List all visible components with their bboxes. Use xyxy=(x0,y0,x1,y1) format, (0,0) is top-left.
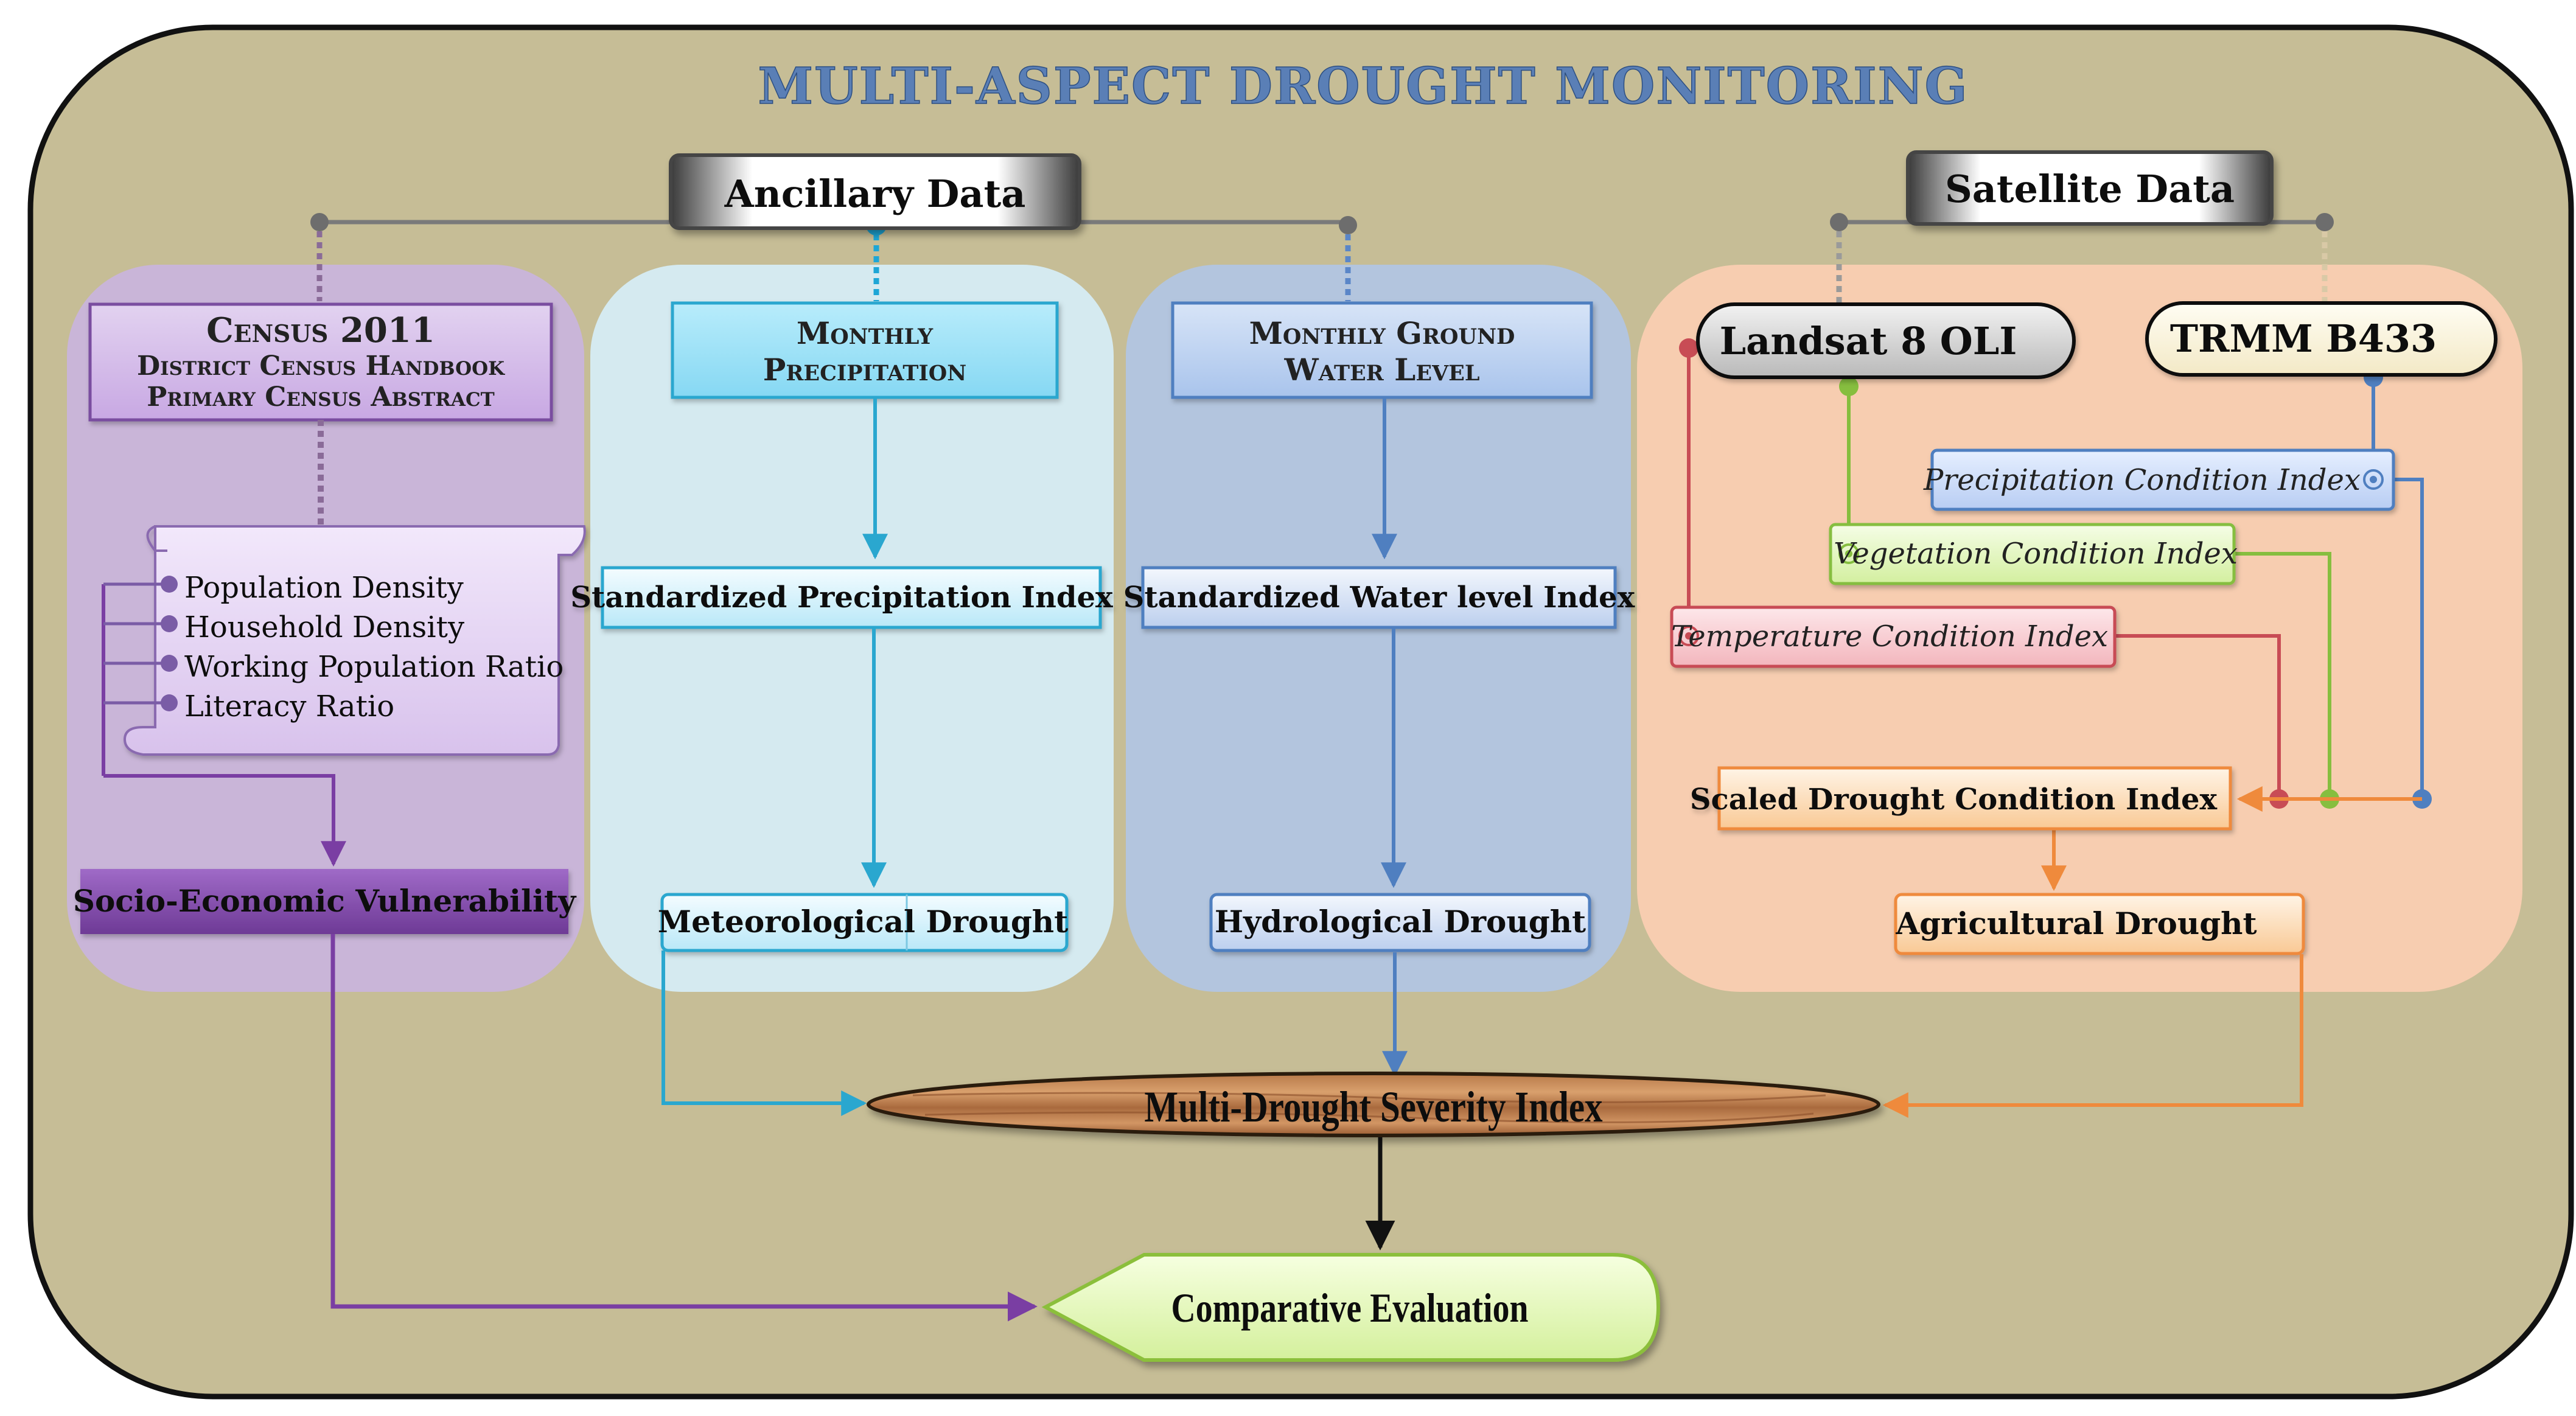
socio-economic-vulnerability-label: Socio-Economic Vulnerability xyxy=(73,883,577,919)
monthly-groundwater-box: Monthly Ground Water Level xyxy=(1171,301,1593,399)
swi-box: Standardized Water level Index xyxy=(1123,566,1635,629)
pci-box: Precipitation Condition Index xyxy=(1923,448,2395,511)
census-bracket-lines xyxy=(102,582,346,867)
census-line2: District Census Handbook xyxy=(137,351,505,382)
hydrological-drought-box: Hydrological Drought xyxy=(1209,893,1591,952)
precip-line1: Monthly xyxy=(797,315,934,351)
tci-box: Temperature Condition Index xyxy=(1670,605,2117,668)
census-item-working-population: Working Population Ratio xyxy=(161,650,564,684)
comparative-evaluation-label: Comparative Evaluation xyxy=(1171,1286,1529,1331)
tci-label: Temperature Condition Index xyxy=(1671,619,2108,654)
landsat-pill: Landsat 8 OLI xyxy=(1696,302,2076,379)
meteorological-drought-label: Meteorological Drought xyxy=(658,904,1068,940)
census-item-label: Population Density xyxy=(184,571,464,605)
hydrological-drought-label: Hydrological Drought xyxy=(1215,904,1586,940)
census-item-population: Population Density xyxy=(161,571,464,605)
vci-box: Vegetation Condition Index xyxy=(1829,523,2238,585)
ancillary-data-header: Ancillary Data xyxy=(669,153,1081,230)
diagram-title: MULTI-ASPECT DROUGHT MONITORING xyxy=(758,57,1968,116)
trmm-label: TRMM B433 xyxy=(2170,316,2437,361)
pci-label: Precipitation Condition Index xyxy=(1923,463,2361,497)
agricultural-drought-label: Agricultural Drought xyxy=(1895,905,2257,941)
sdci-label: Scaled Drought Condition Index xyxy=(1690,783,2218,817)
census-indicators-scroll: Population Density Household Density Wor… xyxy=(123,525,586,756)
sdci-box: Scaled Drought Condition Index xyxy=(1690,766,2232,831)
mdsi-ellipse: Multi-Drought Severity Index xyxy=(867,1072,1880,1137)
comparative-evaluation-box: Comparative Evaluation xyxy=(1041,1253,1661,1362)
lower-connectors xyxy=(330,934,2303,1322)
census-line3: Primary Census Abstract xyxy=(147,382,494,413)
landsat-label: Landsat 8 OLI xyxy=(1720,319,2017,363)
precip-line2: Precipitation xyxy=(763,352,967,388)
ground-line1: Monthly Ground xyxy=(1249,315,1515,351)
census-item-label: Working Population Ratio xyxy=(184,650,564,684)
agricultural-drought-box: Agricultural Drought xyxy=(1894,893,2305,955)
census-item-label: Household Density xyxy=(184,610,464,644)
swi-label: Standardized Water level Index xyxy=(1123,581,1635,615)
spi-label: Standardized Precipitation Index xyxy=(570,581,1113,615)
monthly-precipitation-box: Monthly Precipitation xyxy=(671,301,1059,399)
census-line1: Census 2011 xyxy=(206,310,435,351)
satellite-data-header: Satellite Data xyxy=(1906,150,2274,226)
satellite-data-label: Satellite Data xyxy=(1945,167,2235,211)
ground-line2: Water Level xyxy=(1284,352,1480,388)
socio-economic-vulnerability-box: Socio-Economic Vulnerability xyxy=(73,869,577,934)
spi-box: Standardized Precipitation Index xyxy=(570,566,1113,629)
meteorological-drought-box: Meteorological Drought xyxy=(658,893,1069,952)
satellite-inner-links xyxy=(1679,338,2432,891)
trmm-pill: TRMM B433 xyxy=(2145,301,2497,377)
vci-label: Vegetation Condition Index xyxy=(1834,537,2238,571)
census-source-box: Census 2011 District Census Handbook Pri… xyxy=(88,302,553,422)
census-item-label: Literacy Ratio xyxy=(184,689,394,724)
census-item-literacy: Literacy Ratio xyxy=(161,689,394,724)
census-item-household: Household Density xyxy=(161,610,464,644)
mdsi-label: Multi-Drought Severity Index xyxy=(1144,1083,1602,1132)
ancillary-data-label: Ancillary Data xyxy=(724,172,1026,216)
